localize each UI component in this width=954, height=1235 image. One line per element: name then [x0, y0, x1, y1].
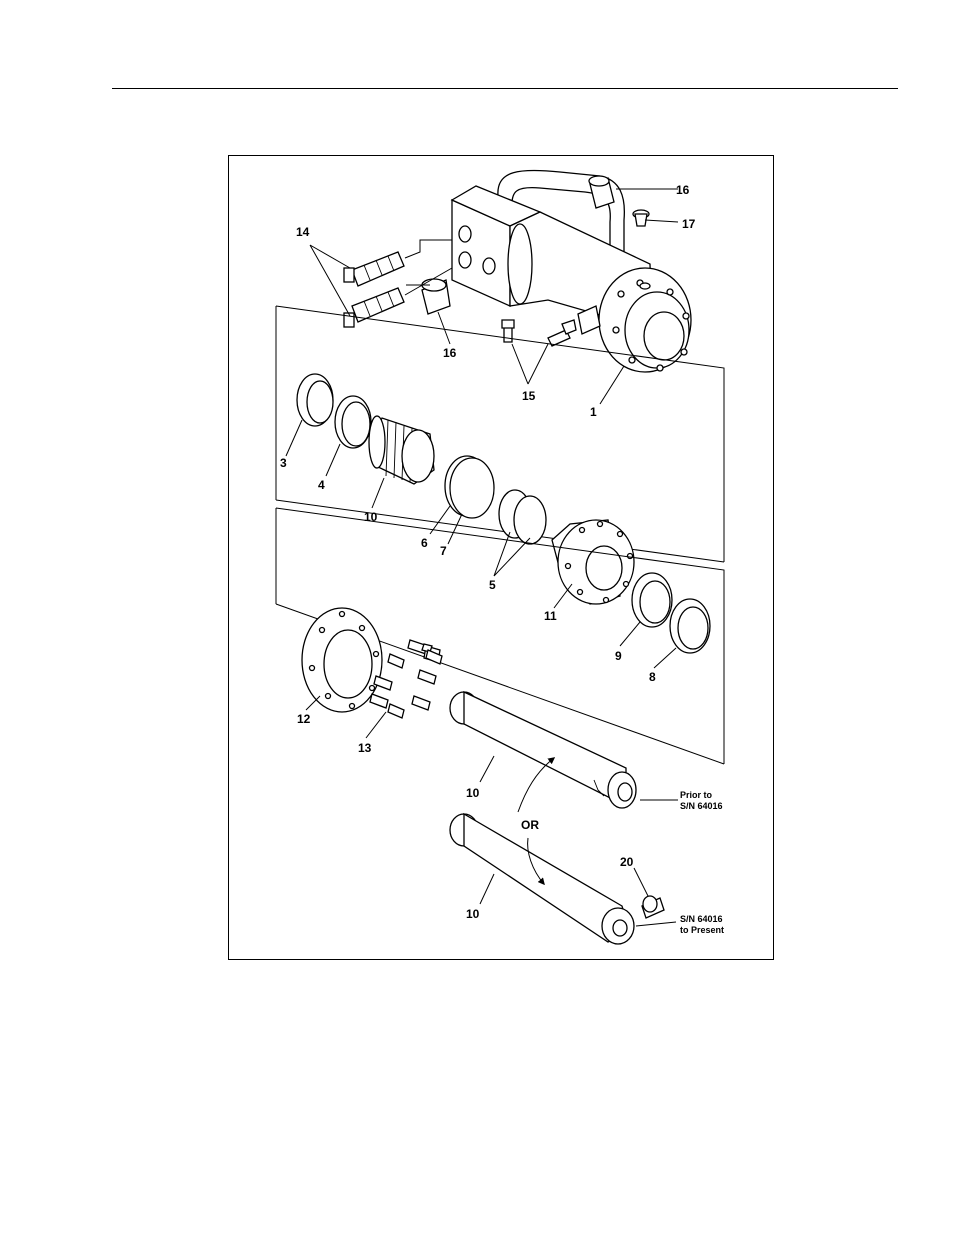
- callout-13: 13: [358, 741, 372, 755]
- plug-17: [633, 210, 649, 226]
- flange-plate-12: [302, 608, 382, 712]
- callout-1: 1: [590, 405, 597, 419]
- callout-8: 8: [649, 670, 656, 684]
- note-present-line1: S/N 64016: [680, 914, 723, 924]
- note-present-line2: to Present: [680, 925, 724, 935]
- callout-7: 7: [440, 544, 447, 558]
- callout-10-rod-a: 10: [466, 786, 480, 800]
- piston-rod-present: [450, 814, 664, 944]
- cylinder-barrel: [452, 170, 691, 372]
- callout-3: 3: [280, 456, 287, 470]
- or-label: OR: [521, 818, 539, 832]
- fitting-lower: [344, 288, 404, 327]
- piston-11: [552, 520, 634, 604]
- fitting-upper: [344, 252, 404, 286]
- callout-15: 15: [522, 389, 536, 403]
- callout-6: 6: [421, 536, 428, 550]
- callout-11: 11: [544, 609, 557, 623]
- callout-16-top: 16: [676, 183, 690, 197]
- o-ring-6-7: [445, 456, 494, 518]
- callout-9: 9: [615, 649, 622, 663]
- ring-8: [670, 599, 710, 653]
- callout-10-seal: 10: [364, 510, 378, 524]
- callout-14: 14: [296, 225, 310, 239]
- callout-12: 12: [297, 712, 311, 726]
- bushing-mid: [422, 279, 450, 314]
- note-prior-line2: S/N 64016: [680, 801, 723, 811]
- head-gland-10: [369, 416, 434, 484]
- seal-ring-4: [335, 396, 371, 448]
- callout-17: 17: [682, 217, 696, 231]
- note-prior-line1: Prior to: [680, 790, 713, 800]
- callout-5: 5: [489, 578, 496, 592]
- piston-rings-5: [499, 490, 546, 544]
- ring-9: [632, 573, 672, 627]
- callout-10-rod-b: 10: [466, 907, 480, 921]
- callout-20: 20: [620, 855, 634, 869]
- callout-16-mid: 16: [443, 346, 457, 360]
- callout-4: 4: [318, 478, 325, 492]
- wiper-ring-3: [297, 374, 333, 426]
